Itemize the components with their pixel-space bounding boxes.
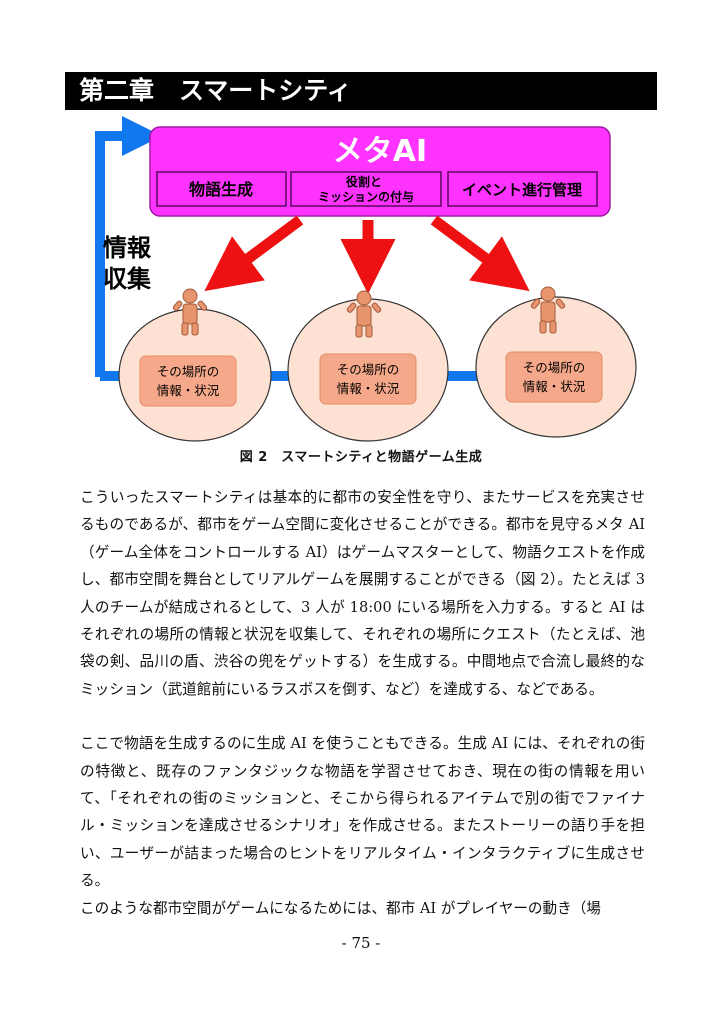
paragraph: こういったスマートシティは基本的に都市の安全性を守り、またサービスを充実させるも… [80,489,645,698]
info-gathering-label: 情報 収集 [103,234,159,293]
chapter-title: 第二章 スマートシティ [65,72,657,110]
function-event-management: イベント進行管理 [462,181,582,199]
arrow-right [430,215,530,292]
figure-caption: 図 2 スマートシティと物語ゲーム生成 [239,450,483,465]
page-number: - 75 - [341,934,381,952]
place-info-label: その場所の情報・状況 [337,362,400,396]
place-info-label: その場所の情報・状況 [523,360,586,394]
function-role-assignment: 役割と ミッションの付与 [318,174,414,204]
arrow-left [204,215,304,292]
info-flow-arrow [95,116,162,377]
smart-city-diagram: メタAI 物語生成 役割と ミッションの付与 イベント進行管理 情報 収集 その… [95,116,637,442]
paragraph: ここで物語を生成するのに生成 AI を使うこともできる。生成 AI には、それぞ… [80,735,645,890]
body-text: こういったスマートシティは基本的に都市の安全性を守り、またサービスを充実させるも… [80,484,645,922]
paragraph: このような都市空間がゲームになるためには、都市 AI がプレイヤーの動き（場 [80,899,601,917]
place-info-label: その場所の情報・状況 [157,364,220,398]
meta-ai-label: メタAI [333,134,427,169]
function-story-generation: 物語生成 [189,180,253,199]
